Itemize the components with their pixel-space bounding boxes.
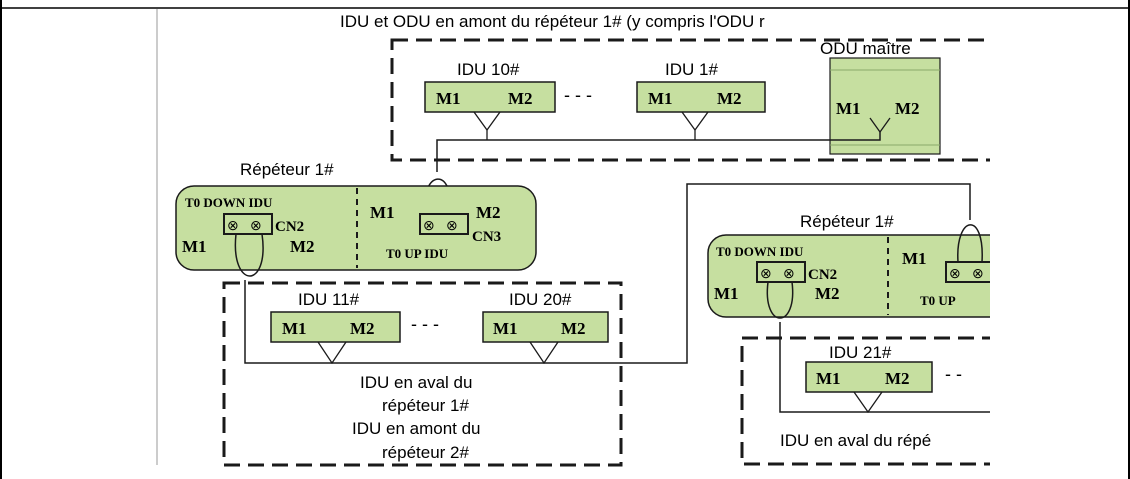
repeater-2-cn3-loop (957, 224, 983, 263)
cn2-terminal-a-icon: ⊗ (227, 217, 239, 233)
idu-11-box (270, 311, 401, 343)
cn3-terminal-block (419, 213, 469, 235)
cn3-terminal-a-icon: ⊗ (423, 217, 435, 233)
upper-ellipsis: - - - (564, 85, 592, 105)
idu-21-box (805, 361, 933, 393)
right-group-caption: IDU en aval du répé (780, 431, 931, 450)
idu-11-m1: M1 (282, 319, 307, 338)
idu-20-title: IDU 20# (509, 290, 572, 309)
repeater-2-title: Répéteur 1# (800, 212, 894, 231)
repeater-1-m2-up: M2 (476, 203, 501, 222)
diagram-content: IDU et ODU en amont du répéteur 1# (y co… (175, 12, 990, 467)
lower-caption-line-3: IDU en amont du (352, 419, 481, 438)
idu-1-v-connector (681, 111, 709, 132)
repeater-2-cn2-b-icon: ⊗ (783, 265, 795, 281)
idu-10-box (424, 81, 556, 113)
right-bus-line (779, 322, 990, 413)
right-group-region (740, 336, 990, 466)
repeater-2-down-label: T0 DOWN IDU (716, 244, 804, 259)
idu-21-v-connector (853, 391, 883, 414)
idu-1-m2: M2 (717, 89, 742, 108)
lower-bus-line (244, 183, 971, 364)
lower-caption-line-1: IDU en aval du (360, 373, 472, 392)
repeater-2-cn3-block (945, 261, 990, 283)
odu-title: ODU maître (820, 39, 911, 58)
idu-1-m1: M1 (648, 89, 673, 108)
repeater-2-cn2-a-icon: ⊗ (760, 265, 772, 281)
idu-1-box (636, 81, 766, 113)
idu-10-m2: M2 (508, 89, 533, 108)
repeater-1-cn2: CN2 (275, 219, 304, 235)
repeater-2-cn3-b-icon: ⊗ (972, 265, 984, 281)
cn2-terminal-block (223, 213, 273, 235)
upper-bus-line (436, 132, 881, 172)
idu-10-m1: M1 (436, 89, 461, 108)
repeater-1-m1-down: M1 (182, 237, 207, 256)
idu-21-m1: M1 (816, 369, 841, 388)
upper-group-caption: IDU et ODU en amont du répéteur 1# (y co… (340, 12, 765, 31)
idu-20-v-connector (529, 341, 559, 365)
repeater-2-cn3-a-icon: ⊗ (949, 265, 961, 281)
idu-11-title: IDU 11# (298, 290, 360, 309)
repeater-2-m2-down: M2 (815, 284, 840, 303)
repeater-1-down-label: T0 DOWN IDU (185, 195, 273, 210)
odu-m1: M1 (836, 99, 861, 118)
idu-20-m2: M2 (561, 319, 586, 338)
repeater-2-box (707, 234, 990, 318)
repeater-2-cn2-loop (766, 281, 794, 319)
idu-21-title: IDU 21# (829, 343, 892, 362)
cn3-terminal-b-icon: ⊗ (446, 217, 458, 233)
idu-11-v-connector (317, 341, 347, 365)
idu-21-m2: M2 (885, 369, 910, 388)
idu-10-v-connector (473, 111, 501, 132)
repeater-1-box (175, 185, 537, 271)
lower-caption-line-4: répéteur 2# (382, 443, 469, 462)
idu-10-title: IDU 10# (457, 60, 520, 79)
idu-11-m2: M2 (350, 319, 375, 338)
idu-20-m1: M1 (493, 319, 518, 338)
lower-ellipsis: - - - (411, 314, 439, 334)
repeater-1-m1-up: M1 (370, 203, 395, 222)
right-ellipsis: - - (945, 364, 962, 384)
idu-20-box (482, 311, 609, 343)
lower-caption-line-2: répéteur 1# (382, 396, 469, 415)
repeater-2-m1-up: M1 (902, 249, 927, 268)
repeater-2-cn2-block (756, 261, 806, 283)
upper-group-region (390, 38, 990, 162)
cn2-terminal-b-icon: ⊗ (250, 217, 262, 233)
odu-box (829, 57, 941, 155)
lower-group-region (222, 281, 623, 467)
odu-m2: M2 (895, 99, 920, 118)
repeater-2-cn2: CN2 (808, 267, 837, 283)
idu-1-title: IDU 1# (665, 60, 718, 79)
repeater-2-up-label: T0 UP (920, 293, 956, 308)
repeater-1-cn3: CN3 (472, 229, 501, 245)
repeater-1-title: Répéteur 1# (240, 160, 334, 179)
cn2-wire-loop (234, 233, 264, 277)
repeater-1-up-label: T0 UP IDU (386, 246, 449, 261)
repeater-1-m2-down: M2 (290, 237, 315, 256)
repeater-2-m1-down: M1 (714, 284, 739, 303)
